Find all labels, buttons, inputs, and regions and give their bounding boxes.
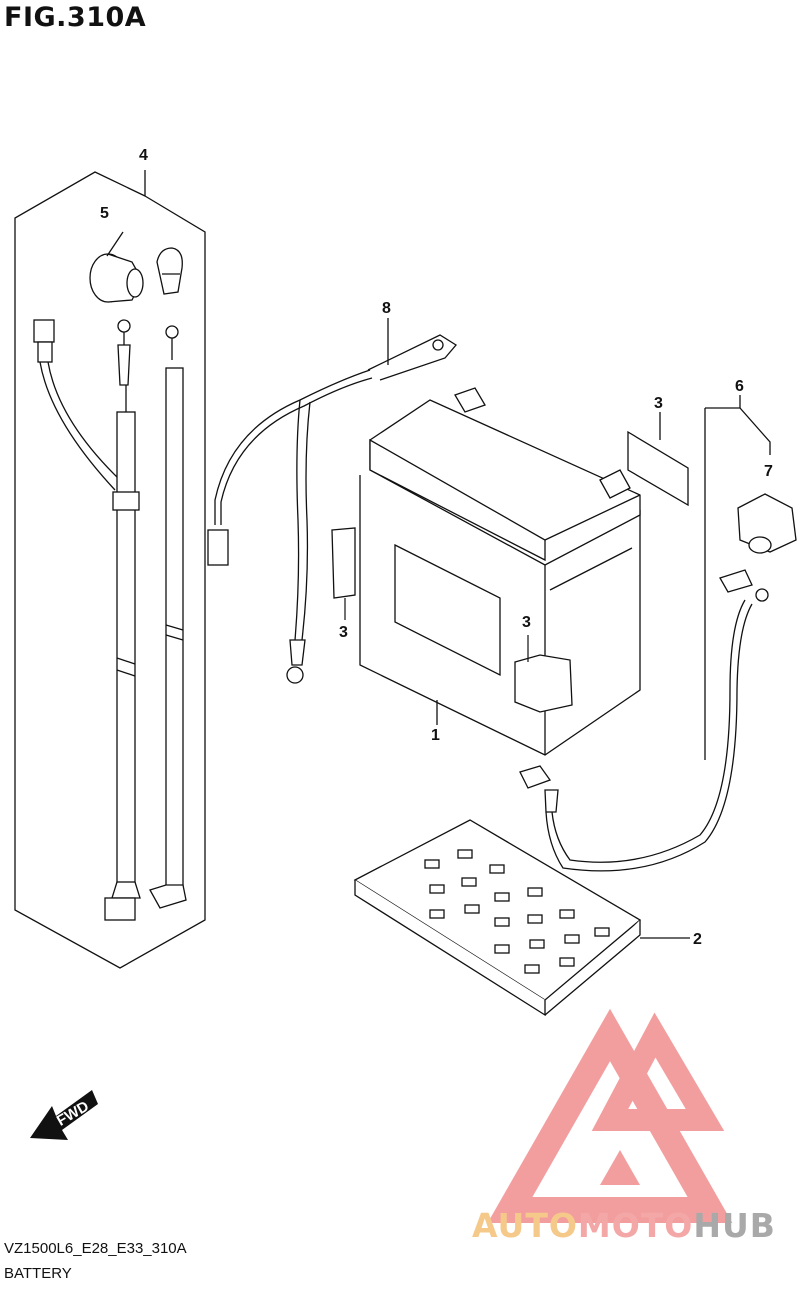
battery-cable-part bbox=[207, 318, 457, 684]
callout-4: 4 bbox=[139, 147, 148, 164]
callout-8: 8 bbox=[382, 300, 391, 317]
watermark-part-hub: HUB bbox=[693, 1206, 776, 1245]
fwd-arrow-icon: FWD bbox=[30, 1090, 98, 1140]
watermark-part-auto: AUTO bbox=[472, 1206, 578, 1245]
pad-part bbox=[627, 412, 689, 507]
watermark-logo bbox=[487, 1008, 733, 1223]
watermark-part-moto: MOTO bbox=[577, 1206, 694, 1245]
diagram-caption: BATTERY bbox=[4, 1265, 72, 1282]
callout-3-right: 3 bbox=[522, 614, 531, 631]
diagram-code: VZ1500L6_E28_E33_310A bbox=[4, 1240, 187, 1257]
harness-group-box bbox=[14, 170, 206, 969]
callout-5: 5 bbox=[100, 205, 109, 222]
callout-6: 6 bbox=[735, 378, 744, 395]
wiring-harness bbox=[33, 319, 187, 921]
figure-title: FIG.310A bbox=[4, 2, 147, 33]
terminal-cap-part bbox=[89, 231, 183, 303]
ground-cable-part bbox=[519, 395, 797, 872]
callout-3-left: 3 bbox=[339, 624, 348, 641]
callout-7: 7 bbox=[764, 463, 773, 480]
battery-tray-part bbox=[353, 819, 690, 1017]
callout-3-pad: 3 bbox=[654, 395, 663, 412]
watermark-text: AUTOMOTOHUB bbox=[472, 1206, 776, 1245]
callout-2: 2 bbox=[693, 931, 702, 948]
battery-part bbox=[331, 387, 641, 756]
leader-lines bbox=[344, 598, 529, 662]
callout-1: 1 bbox=[431, 727, 440, 744]
